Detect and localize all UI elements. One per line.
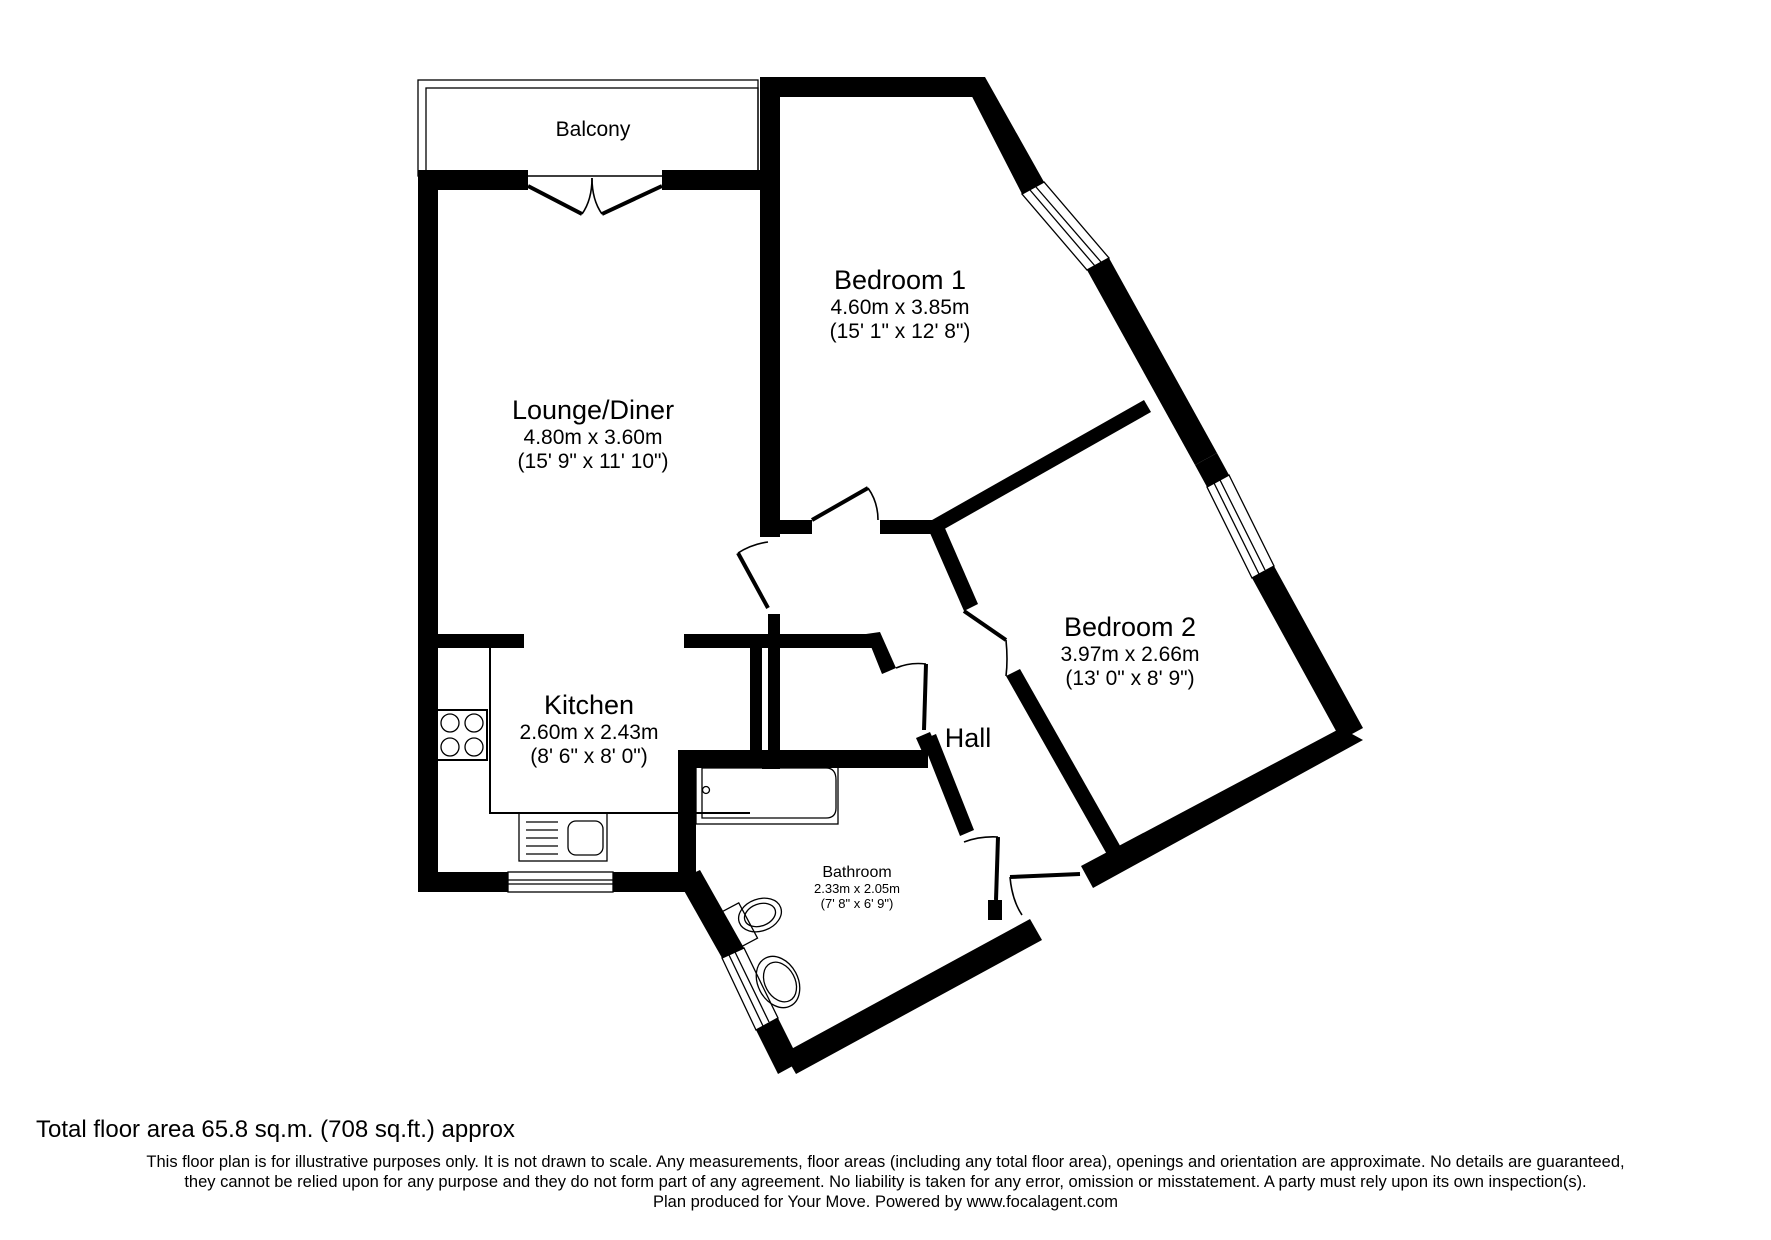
toilet-icon bbox=[709, 897, 783, 955]
disclaimer-line: Plan produced for Your Move. Powered by … bbox=[652, 1193, 1118, 1211]
room-name: Bedroom 1 bbox=[833, 265, 967, 295]
disclaimer: This floor plan is for illustrative purp… bbox=[0, 1152, 1771, 1212]
room-name: Hall bbox=[944, 723, 992, 753]
room-dimensions-metric: 4.80m x 3.60m bbox=[523, 426, 663, 450]
balcony-outline bbox=[417, 79, 759, 177]
room-label-hall: Hall bbox=[945, 723, 992, 754]
room-dimensions-imperial: (8' 6" x 8' 0") bbox=[530, 745, 648, 769]
disclaimer-line: they cannot be relied upon for any purpo… bbox=[184, 1173, 1587, 1191]
room-name: Bedroom 2 bbox=[1063, 612, 1197, 642]
sink-icon bbox=[518, 812, 608, 862]
room-label-balcony: Balcony bbox=[556, 118, 631, 142]
room-name: Bathroom bbox=[822, 864, 892, 881]
kitchen-counter bbox=[489, 648, 750, 814]
room-name: Kitchen bbox=[543, 690, 635, 720]
total-floor-area: Total floor area 65.8 sq.m. (708 sq.ft.)… bbox=[36, 1116, 515, 1143]
room-dimensions-imperial: (13' 0" x 8' 9") bbox=[1065, 667, 1195, 691]
room-label-bathroom: Bathroom 2.33m x 2.05m (7' 8" x 6' 9") bbox=[814, 864, 900, 911]
bath-icon bbox=[695, 761, 839, 825]
walls bbox=[418, 77, 1363, 1074]
room-label-bedroom-2: Bedroom 2 3.97m x 2.66m (13' 0" x 8' 9") bbox=[1061, 612, 1200, 691]
room-label-kitchen: Kitchen 2.60m x 2.43m (8' 6" x 8' 0") bbox=[520, 690, 659, 769]
room-name: Balcony bbox=[555, 118, 631, 141]
window-icon bbox=[507, 181, 1275, 1031]
room-dimensions-metric: 2.33m x 2.05m bbox=[814, 881, 900, 897]
room-dimensions-imperial: (7' 8" x 6' 9") bbox=[820, 895, 894, 911]
room-label-bedroom-1: Bedroom 1 4.60m x 3.85m (15' 1" x 12' 8"… bbox=[830, 265, 971, 344]
room-dimensions-metric: 2.60m x 2.43m bbox=[519, 721, 659, 745]
disclaimer-line: This floor plan is for illustrative purp… bbox=[146, 1153, 1625, 1171]
hob-icon bbox=[436, 709, 488, 761]
door-icon bbox=[527, 177, 1081, 916]
room-dimensions-imperial: (15' 9" x 11' 10") bbox=[517, 450, 669, 474]
room-dimensions-metric: 4.60m x 3.85m bbox=[830, 296, 970, 320]
room-name: Lounge/Diner bbox=[511, 395, 675, 425]
room-dimensions-imperial: (15' 1" x 12' 8") bbox=[829, 320, 971, 344]
room-dimensions-metric: 3.97m x 2.66m bbox=[1060, 643, 1200, 667]
room-label-lounge-diner: Lounge/Diner 4.80m x 3.60m (15' 9" x 11'… bbox=[512, 395, 674, 474]
basin-icon bbox=[755, 955, 801, 1009]
